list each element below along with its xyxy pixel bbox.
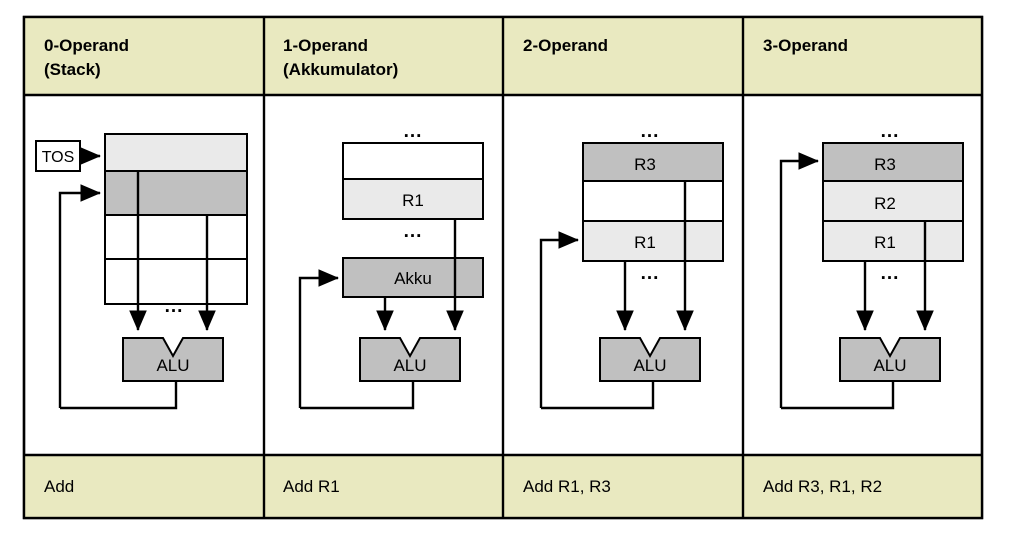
top-ellipsis-col2: ... — [641, 121, 660, 142]
alu-label-col3: ALU — [873, 356, 906, 375]
stack-row-1 — [104, 170, 248, 216]
header-col-1-line2: (Akkumulator) — [283, 60, 398, 79]
writeback-arrow-col3 — [779, 152, 819, 408]
register-label-R1-col2: R1 — [634, 233, 656, 252]
alu-col3: ALU — [839, 337, 941, 382]
stack-ellipsis-col0: ... — [165, 296, 184, 317]
register-label-R2-col3: R2 — [874, 194, 896, 213]
mid-ellipsis-col2: ... — [641, 263, 660, 284]
mid-ellipsis-col1: ... — [404, 221, 423, 242]
diagram-col-1-operand: ... R1 ... Akku ALU — [298, 121, 484, 410]
footer-col-3: Add R3, R1, R2 — [763, 477, 882, 496]
table-footer-row: Add Add R1 Add R1, R3 Add R3, R1, R2 — [44, 477, 882, 496]
alu-col0: ALU — [122, 337, 224, 382]
alu-col1: ALU — [359, 337, 461, 382]
diagram-col-2-operand: ... R3 R1 ... ALU — [539, 121, 724, 410]
table-header-row: 0-Operand (Stack) 1-Operand (Akkumulator… — [44, 36, 848, 79]
stack-row-0 — [104, 133, 248, 172]
register-row-col1-1 — [342, 178, 484, 220]
alu-label-col2: ALU — [633, 356, 666, 375]
diagram-col-0-operand: TOS ... ALU — [35, 133, 248, 410]
stack-row-3 — [104, 258, 248, 305]
register-row-col2-2 — [582, 220, 724, 262]
top-ellipsis-col3: ... — [881, 121, 900, 142]
table-frame — [22, 15, 984, 520]
header-col-3-line1: 3-Operand — [763, 36, 848, 55]
tos-pointer: TOS — [35, 140, 101, 172]
accumulator-box-col1 — [342, 257, 484, 298]
writeback-arrow-col0 — [58, 184, 101, 408]
tos-label: TOS — [42, 149, 75, 166]
mid-ellipsis-col3: ... — [881, 263, 900, 284]
register-label-R1-col1: R1 — [402, 191, 424, 210]
register-label-R3-col3: R3 — [874, 155, 896, 174]
header-col-0-line2: (Stack) — [44, 60, 101, 79]
register-row-col1-0 — [342, 142, 484, 180]
footer-col-0: Add — [44, 477, 74, 496]
footer-col-1: Add R1 — [283, 477, 340, 496]
diagram-col-3-operand: ... R3 R2 R1 ... ALU — [779, 121, 964, 410]
writeback-arrow-col1 — [298, 269, 339, 408]
header-col-0-line1: 0-Operand — [44, 36, 129, 55]
register-row-col2-0 — [582, 142, 724, 182]
header-col-1-line1: 1-Operand — [283, 36, 368, 55]
alu-label-col0: ALU — [156, 356, 189, 375]
alu-label-col1: ALU — [393, 356, 426, 375]
writeback-arrow-col2 — [539, 231, 579, 408]
register-row-col2-1 — [582, 180, 724, 222]
register-row-col3-2 — [822, 220, 964, 262]
footer-col-2: Add R1, R3 — [523, 477, 611, 496]
stack-row-2 — [104, 214, 248, 260]
alu-col2: ALU — [599, 337, 701, 382]
header-col-2-line1: 2-Operand — [523, 36, 608, 55]
register-label-R3-col2: R3 — [634, 155, 656, 174]
top-ellipsis-col1: ... — [404, 121, 423, 142]
register-label-R1-col3: R1 — [874, 233, 896, 252]
accumulator-label-col1: Akku — [394, 269, 432, 288]
